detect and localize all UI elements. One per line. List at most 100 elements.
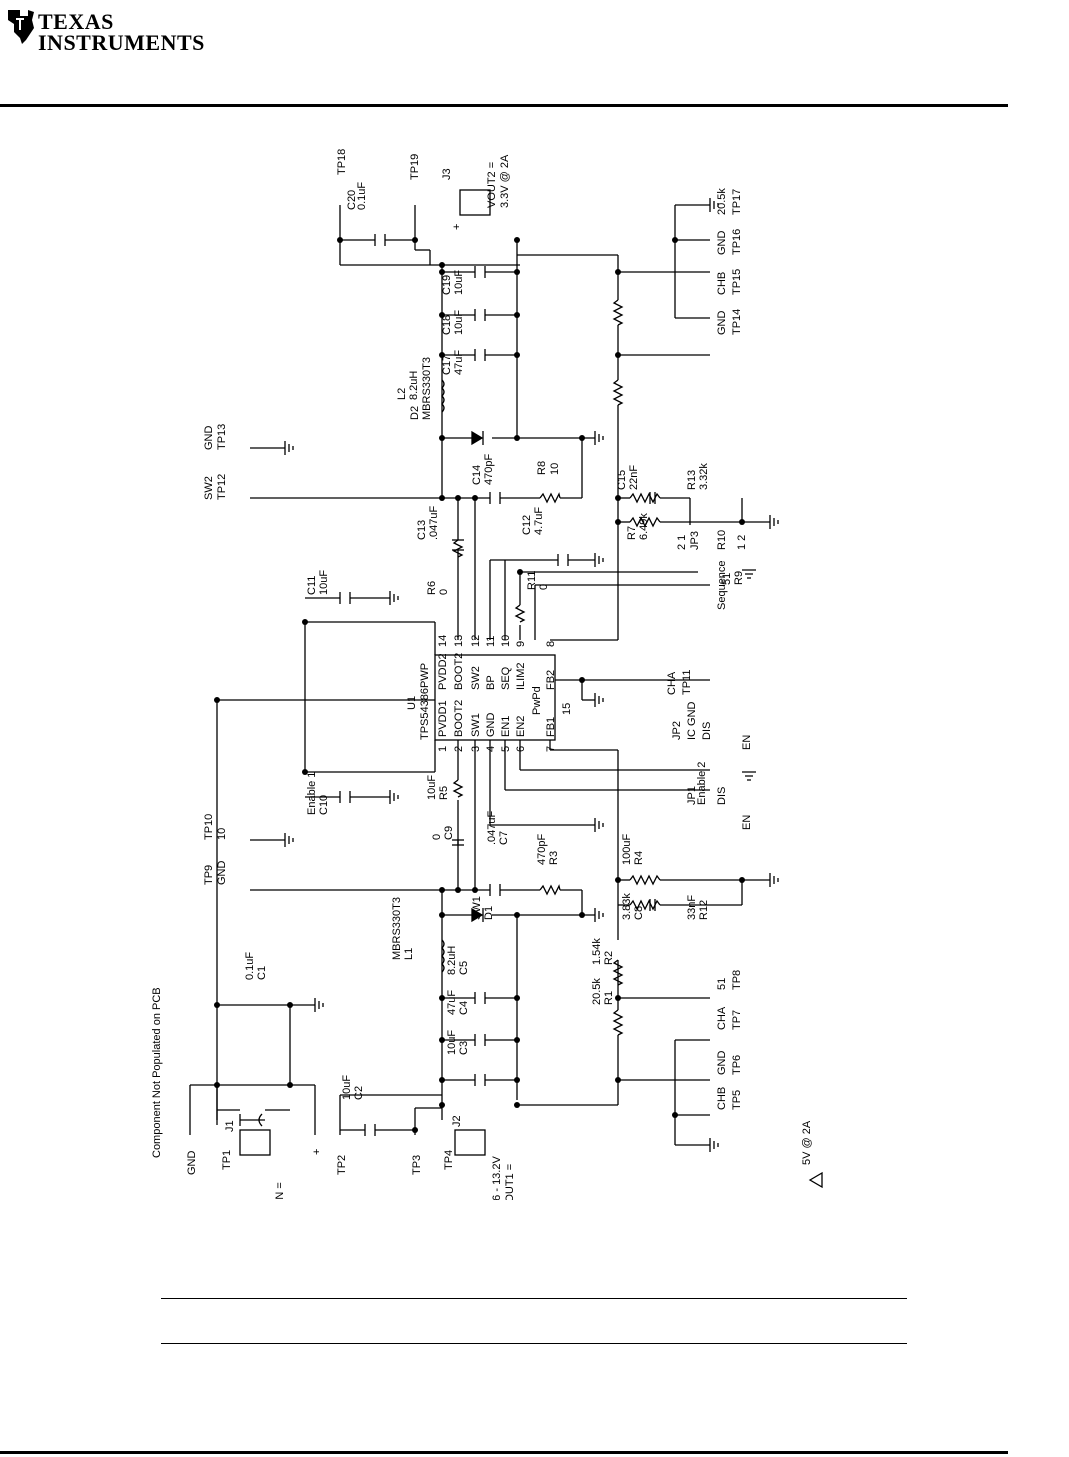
schematic-label: R12 [698, 900, 710, 920]
logo-word-texas: TEXAS [38, 9, 114, 34]
schematic-label: TP6 [731, 1055, 743, 1075]
junctions [214, 237, 745, 1133]
connector-j2 [454, 1129, 486, 1156]
diodes [471, 430, 484, 923]
schematic-label: R3 [548, 851, 560, 865]
schematic-label: R10 [716, 530, 728, 550]
schematic-label: 0 [538, 584, 550, 590]
u1-ref: U1 [406, 696, 418, 710]
schematic-label: C20 [346, 190, 358, 210]
schematic-label: C12 [521, 515, 533, 535]
schematic-label: 1 2 [736, 535, 748, 550]
u1-pin-name: BOOT2 [453, 653, 465, 690]
schematic-label: 3.83k [621, 893, 633, 920]
u1-pin-name: SEQ [500, 666, 512, 690]
schematic-label: TP17 [731, 189, 743, 215]
ground-icon [594, 818, 604, 832]
schematic-label: MBRS330T3 [391, 897, 403, 960]
schematic-label: VIN = [274, 1182, 286, 1200]
schematic-label: J1 [224, 1120, 236, 1132]
ti-state-logo-icon [8, 10, 34, 44]
schematic-label: 0 [438, 589, 450, 595]
schematic-label: 2 1 [676, 535, 688, 550]
schematic-label: 10 [549, 463, 561, 475]
ground-icon [709, 198, 719, 212]
schematic-label: J2 [451, 1115, 463, 1127]
schematic-label: 8.2uH [446, 946, 458, 975]
u1-pad-name: PwPd [531, 686, 543, 715]
schematic-label: C2 [353, 1086, 365, 1100]
texas-instruments-logo: TEXAS INSTRUMENTS [6, 6, 204, 55]
schematic-label: GND [716, 231, 728, 256]
ground-icon [769, 873, 779, 887]
resistor-r4 [629, 874, 661, 886]
schematic-label: R4 [633, 851, 645, 865]
u1-pin-name: EN1 [500, 716, 512, 737]
u1-pin-name: GND [485, 713, 497, 738]
schematic-label: .047uF [486, 810, 498, 845]
schematic-label: 10uF [453, 270, 465, 295]
schematic-label: TP8 [731, 970, 743, 990]
ground-icon [284, 833, 294, 847]
u1-pin-number: 8 [545, 641, 557, 647]
schematic-label: 470pF [483, 454, 495, 485]
schematic-label: 10uF [446, 1030, 458, 1055]
schematic-label: JP2 [671, 721, 683, 740]
schematic-label: TP4 [443, 1150, 455, 1170]
ground-symbols [284, 198, 779, 1152]
caption-rule-top [161, 1298, 907, 1299]
schematic-label: J3 [441, 168, 453, 180]
schematic-label: CHB [716, 272, 728, 295]
schematic-label: 51 [721, 573, 733, 585]
u1-pin-number: 7 [545, 746, 557, 752]
schematic-label: L1 [403, 948, 415, 960]
schematic-label: C8 [633, 906, 645, 920]
schematic-label: SW2 [203, 476, 215, 500]
schematic-label: 10uF [426, 775, 438, 800]
resistor-r10 [612, 299, 624, 326]
schematic-label: D2 [409, 406, 421, 420]
schematic-label: 6.49k [638, 513, 650, 540]
resistor-r3 [539, 884, 561, 896]
ground-icon [594, 553, 604, 567]
schematic-label: Enable 1 [306, 772, 318, 815]
diode-d2 [471, 430, 484, 446]
schematic-label: 9.6 - 13.2V [491, 1156, 503, 1200]
schematic-label: 1.54k [591, 938, 603, 965]
u1-pin-number: 9 [515, 641, 527, 647]
u1-pin-name: EN2 [515, 716, 527, 737]
u1-pin-number: 2 [453, 746, 465, 752]
schematic-label: 0.1uF [356, 182, 368, 210]
schematic-label: 4.7uF [533, 507, 545, 535]
schematic-label: TP16 [731, 229, 743, 255]
u1-pin-name: FB2 [545, 670, 557, 690]
schematic-label: R2 [603, 951, 615, 965]
schematic-label: C14 [471, 465, 483, 485]
footer-rule [0, 1451, 1008, 1454]
u1-pin-number: 1 [437, 746, 449, 752]
ground-icon [594, 908, 604, 922]
ground-icon [709, 1138, 719, 1152]
u1-pin-name: BP [485, 675, 497, 690]
connectors [239, 189, 491, 1156]
schematic-label: R13 [686, 470, 698, 490]
u1-pin-number: 10 [500, 635, 512, 647]
schematic-label: 470pF [536, 834, 548, 865]
schematic-label: SW1 [471, 896, 483, 920]
schematic-label: JP1 [686, 786, 698, 805]
u1-pin-name: SW1 [470, 713, 482, 737]
schematic-label: JP3 [689, 531, 701, 550]
schematic-label: C3 [458, 1041, 470, 1055]
schematic-label: C5 [458, 961, 470, 975]
schematic-label: 8.2uH [408, 371, 420, 400]
schematic-label: Sequence [716, 560, 728, 610]
schematic-label: C19 [441, 275, 453, 295]
schematic-label: 5V @ 2A [801, 1120, 813, 1165]
schematic-label: 10uF [341, 1075, 353, 1100]
schematic-label: Enable 2 [696, 762, 708, 805]
resistor-r8 [539, 492, 561, 504]
schematic-label: 0 [431, 834, 443, 840]
header-rule [0, 104, 1008, 107]
resistor-r6 [452, 539, 464, 558]
